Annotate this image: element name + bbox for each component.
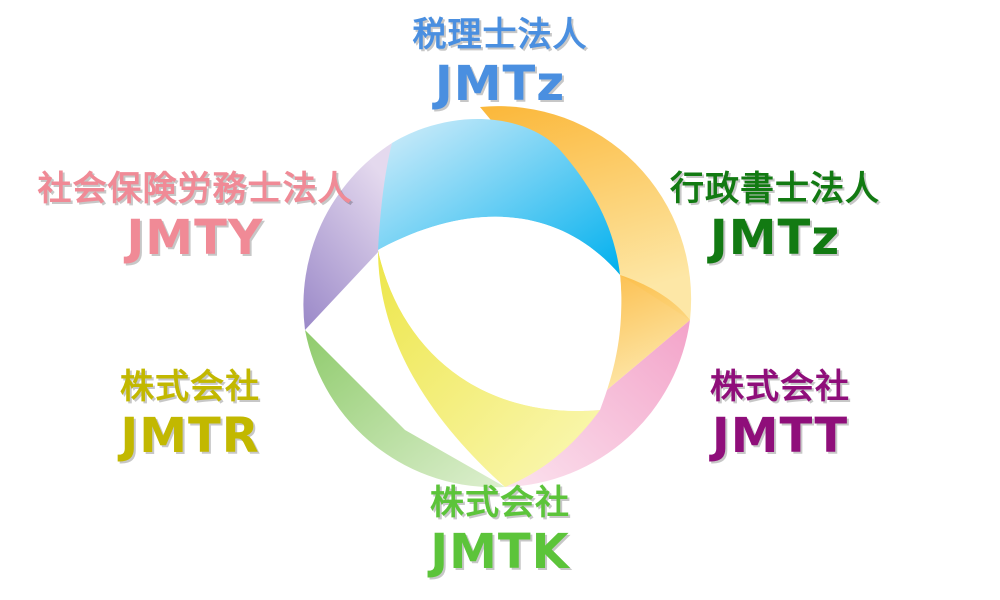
label-name: JMTT bbox=[711, 408, 849, 464]
label-name: JMTz bbox=[709, 210, 841, 266]
label-kind: 行政書士法人 bbox=[670, 169, 880, 209]
label-company-jmtr: 株式会社 JMTR bbox=[80, 366, 300, 464]
label-kind: 株式会社 bbox=[710, 367, 850, 407]
ring-segment-yellow bbox=[378, 250, 600, 487]
label-administrative-scrivener-corp: 行政書士法人 JMTz bbox=[630, 168, 920, 266]
ring-segment-purple bbox=[303, 143, 392, 330]
label-kind: 株式会社 bbox=[430, 483, 570, 523]
ring-segment-green bbox=[305, 330, 505, 488]
label-kind: 税理士法人 bbox=[412, 15, 588, 55]
label-name: JMTK bbox=[430, 524, 570, 580]
label-name: JMTR bbox=[120, 408, 260, 464]
label-company-jmtt: 株式会社 JMTT bbox=[680, 366, 880, 464]
label-tax-accountant-corp: 税理士法人 JMTz bbox=[360, 14, 640, 112]
ring-center bbox=[378, 216, 622, 411]
label-labor-consultant-corp: 社会保険労務士法人 JMTY bbox=[0, 168, 390, 266]
ring-segment-orange-inner bbox=[595, 275, 690, 400]
label-kind: 社会保険労務士法人 bbox=[37, 169, 353, 209]
label-name: JMTY bbox=[126, 210, 264, 266]
label-company-jmtk: 株式会社 JMTK bbox=[390, 482, 610, 580]
ring-segment-blue bbox=[378, 118, 620, 275]
label-kind: 株式会社 bbox=[120, 367, 260, 407]
label-name: JMTz bbox=[434, 56, 566, 112]
